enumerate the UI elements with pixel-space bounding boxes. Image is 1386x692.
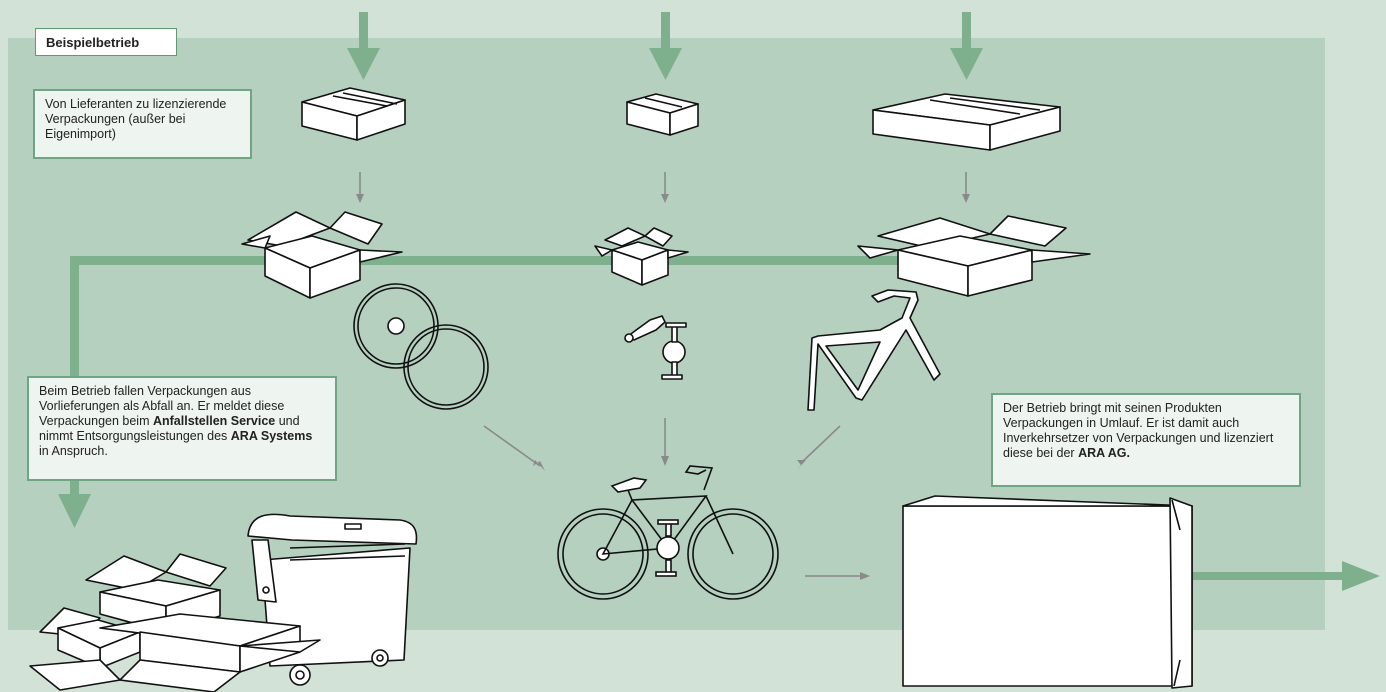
product-package-icon bbox=[902, 495, 1193, 689]
waste-note-bold-1: Anfallstellen Service bbox=[152, 414, 276, 428]
open-box-icon bbox=[857, 215, 1091, 297]
waste-note-text-3: in Anspruch. bbox=[39, 444, 108, 458]
closed-box-icon bbox=[872, 93, 1061, 151]
wheels-icon bbox=[353, 283, 489, 410]
bicycle-icon bbox=[557, 465, 779, 600]
waste-packaging-note: Beim Betrieb fallen Verpackungen aus Vor… bbox=[27, 376, 337, 481]
inflow-arrow-middle bbox=[649, 12, 682, 80]
supplier-packaging-note: Von Lieferanten zu lizenzierende Verpack… bbox=[33, 89, 252, 159]
distributor-note: Der Betrieb bringt mit seinen Produkten … bbox=[991, 393, 1301, 487]
inflow-arrow-right bbox=[950, 12, 983, 80]
company-label: Beispielbetrieb bbox=[35, 28, 177, 56]
saddle-pedal-icon bbox=[624, 315, 687, 380]
closed-box-icon bbox=[626, 93, 699, 136]
waste-boxes-icon bbox=[29, 553, 321, 692]
distributor-note-bold: ARA AG. bbox=[1078, 446, 1130, 460]
waste-note-bold-2: ARA Systems bbox=[230, 429, 313, 443]
outflow-arrow bbox=[1192, 561, 1380, 591]
bike-frame-icon bbox=[807, 289, 941, 411]
small-arrows bbox=[356, 172, 970, 580]
waste-note-text-2: und nimmt Entsorgungsleistungen des bbox=[39, 414, 300, 443]
inflow-arrow-left bbox=[347, 12, 380, 80]
waste-note-text-1: Beim Betrieb fallen Verpackungen aus Vor… bbox=[39, 384, 285, 428]
distributor-note-text: Der Betrieb bringt mit seinen Produkten … bbox=[1003, 401, 1274, 460]
open-box-icon bbox=[594, 227, 689, 286]
closed-box-icon bbox=[301, 87, 406, 141]
open-box-icon bbox=[241, 211, 403, 299]
